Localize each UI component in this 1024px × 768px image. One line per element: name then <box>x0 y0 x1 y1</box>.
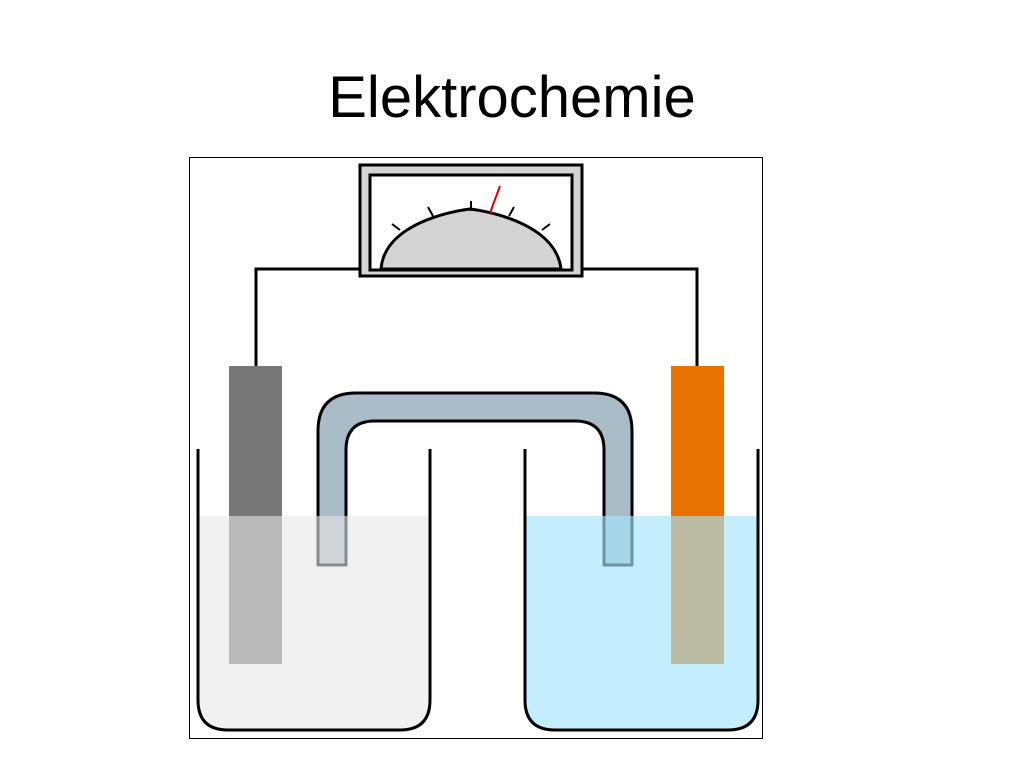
voltmeter-needle <box>489 185 501 214</box>
right-beaker <box>523 449 760 732</box>
right-solution <box>525 516 758 730</box>
voltmeter-scale-ticks <box>391 201 551 231</box>
diagram-frame <box>189 157 763 739</box>
left-beaker <box>196 449 432 732</box>
connecting-wire <box>254 267 699 366</box>
left-solution <box>198 516 430 730</box>
slide-title: Elektrochemie <box>328 65 696 130</box>
voltmeter <box>358 163 584 278</box>
